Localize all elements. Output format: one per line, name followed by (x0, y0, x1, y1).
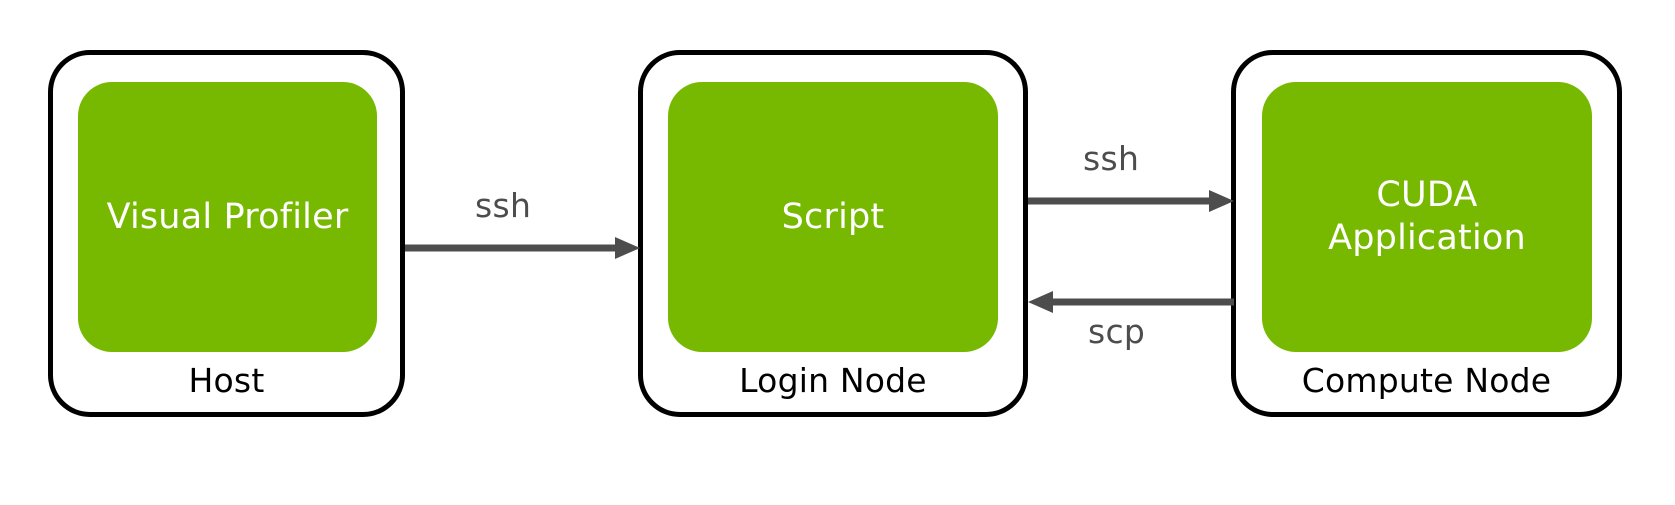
node-caption-compute-node: Compute Node (1301, 361, 1552, 400)
connector-label-scp-compute-login: scp (1088, 312, 1146, 351)
node-inner-script[interactable]: Script (668, 82, 998, 352)
node-caption-login-node: Login Node (739, 361, 927, 400)
node-card-compute-node[interactable]: CUDA Application Compute Node (1231, 50, 1622, 417)
node-inner-label-cuda-application: CUDA Application (1328, 175, 1526, 258)
arrow-right-icon (1028, 190, 1234, 212)
arrow-right-icon (405, 237, 640, 259)
connector-host-to-login: ssh (405, 186, 640, 260)
connector-label-ssh-login-compute: ssh (1083, 139, 1140, 178)
connector-compute-to-login: scp (1028, 290, 1234, 351)
connector-login-to-compute: ssh (1028, 139, 1234, 213)
node-inner-visual-profiler[interactable]: Visual Profiler (78, 82, 377, 352)
arrow-left-icon (1028, 291, 1234, 313)
node-inner-cuda-application[interactable]: CUDA Application (1262, 82, 1592, 352)
node-inner-label-script: Script (781, 196, 885, 237)
connector-label-ssh-host-login: ssh (475, 186, 532, 225)
node-caption-host: Host (188, 361, 265, 400)
node-card-host[interactable]: Visual Profiler Host (48, 50, 405, 417)
node-card-login-node[interactable]: Script Login Node (638, 50, 1028, 417)
node-inner-label-visual-profiler: Visual Profiler (106, 196, 349, 237)
